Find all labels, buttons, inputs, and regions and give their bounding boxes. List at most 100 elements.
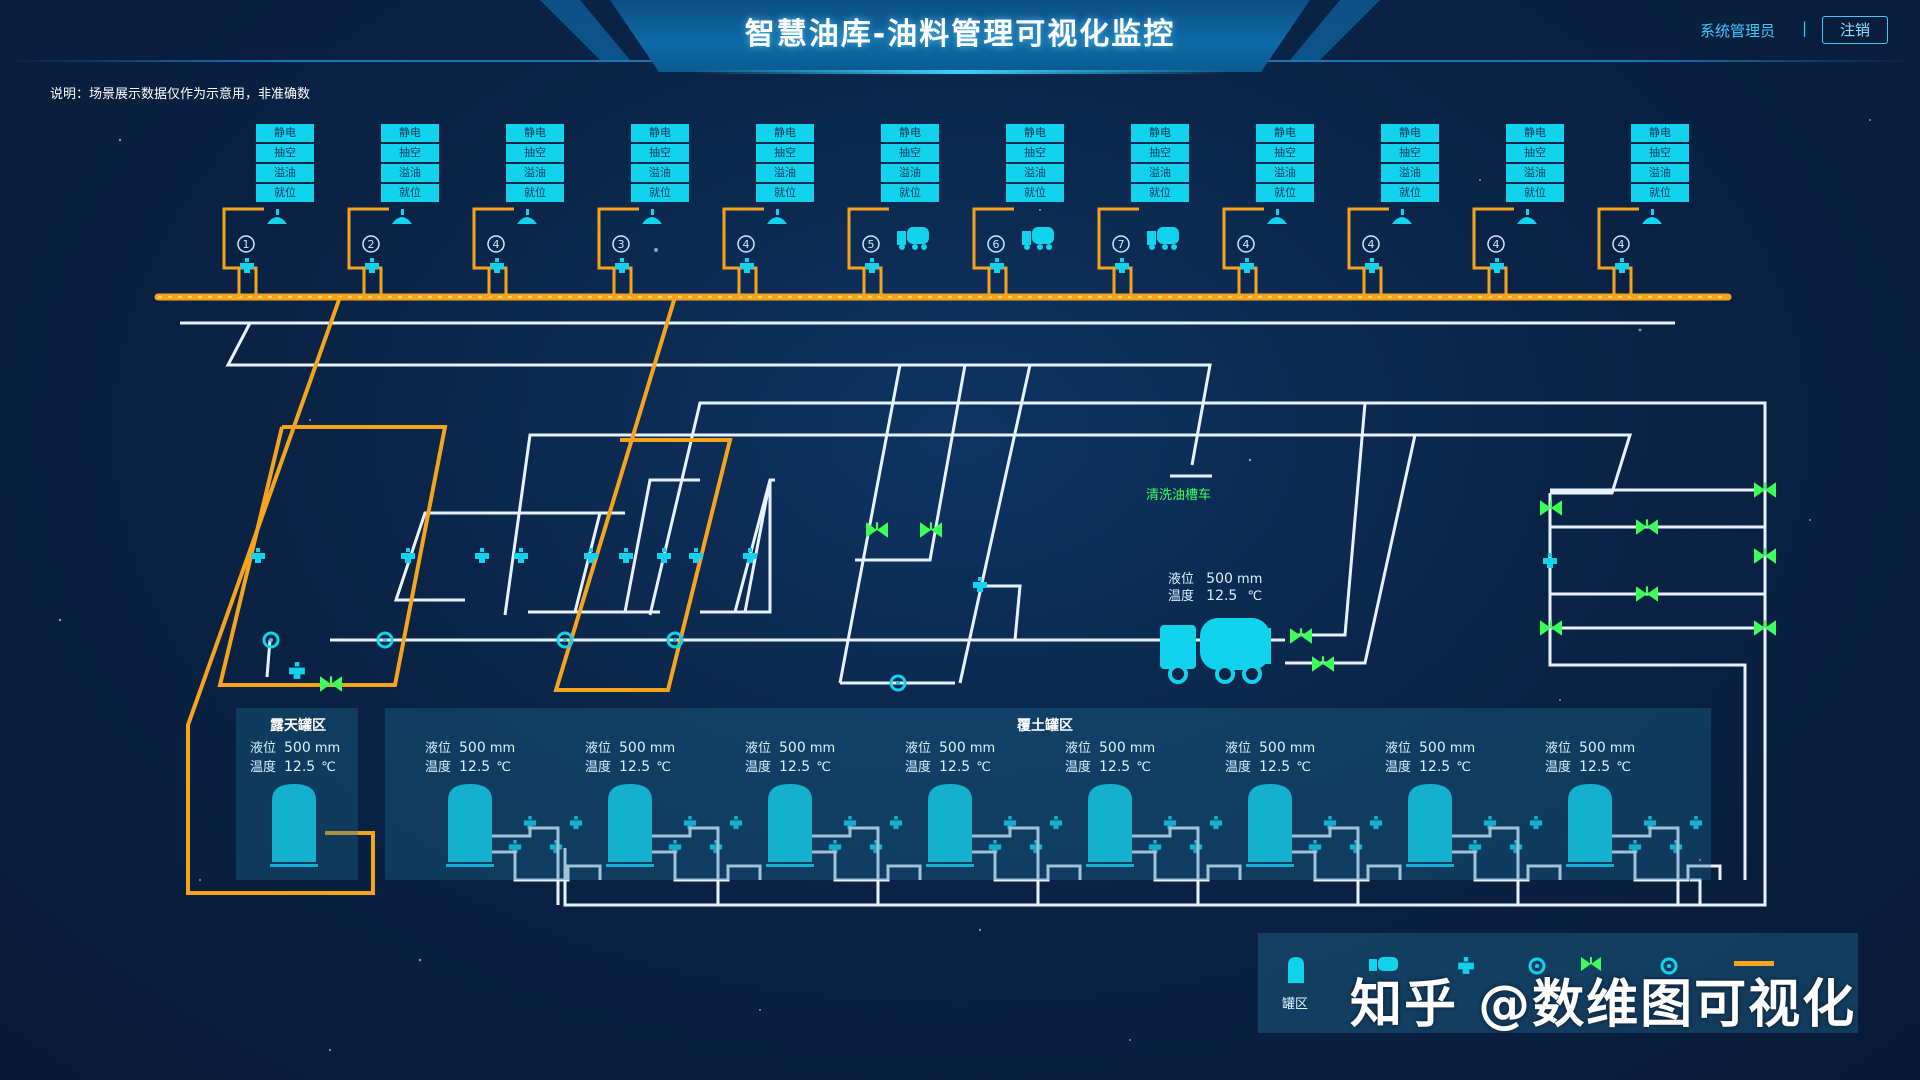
station-valve-icon <box>365 258 379 273</box>
tank-level-value: 500 <box>939 740 966 756</box>
tank-level-value: 500 <box>1099 740 1126 756</box>
legend-tank-label: 罐区 <box>1282 997 1309 1012</box>
tank-temp-label: 温度 <box>585 760 612 775</box>
station-status-row: 溢油 <box>1006 164 1064 182</box>
station-status-row: 抽空 <box>631 144 689 162</box>
station-status-row: 溢油 <box>381 164 439 182</box>
station-status-row: 静电 <box>381 124 439 142</box>
station-panel[interactable]: 静电抽空溢油就位 <box>756 124 814 204</box>
open-tank-zone <box>236 708 358 880</box>
tank-temp-label: 温度 <box>1545 760 1572 775</box>
tank-level-label: 液位 <box>1225 741 1252 756</box>
tank-temp-unit: ℃ <box>816 760 831 775</box>
tank-level-value: 500 <box>1579 740 1606 756</box>
station-panel[interactable]: 静电抽空溢油就位 <box>1506 124 1564 204</box>
station-nozzle-icon <box>1642 209 1662 224</box>
station-badge: 4 <box>1487 235 1505 253</box>
station-badge: 7 <box>1112 235 1130 253</box>
svg-text:7: 7 <box>1118 238 1125 251</box>
tank-outlet-pipes <box>492 826 1722 905</box>
svg-text:3: 3 <box>618 238 625 251</box>
tank-temp-value: 12.5 <box>779 759 811 775</box>
station-nozzle-icon <box>517 209 537 224</box>
station-status-row: 静电 <box>1006 124 1064 142</box>
tank-temp-unit: ℃ <box>656 760 671 775</box>
covered-tank-zone <box>385 708 1711 880</box>
station-panel[interactable]: 静电抽空溢油就位 <box>1006 124 1064 204</box>
station-nozzle-icon <box>1392 209 1412 224</box>
tank-icon <box>1248 784 1292 862</box>
tank-temp-label: 温度 <box>745 760 772 775</box>
valves <box>251 548 1557 679</box>
tank-level-unit: mm <box>1289 741 1316 756</box>
station-panel[interactable]: 静电抽空溢油就位 <box>506 124 564 204</box>
tank-level-unit: mm <box>1129 741 1156 756</box>
station-panel[interactable]: 静电抽空溢油就位 <box>256 124 314 204</box>
tank-temp-value: 12.5 <box>1259 759 1291 775</box>
station-panel[interactable]: 静电抽空溢油就位 <box>1131 124 1189 204</box>
station-status-row: 溢油 <box>1131 164 1189 182</box>
svg-text:4: 4 <box>1243 238 1250 251</box>
tank-level-value: 500 <box>1419 740 1446 756</box>
tank-temp-value: 12.5 <box>619 759 651 775</box>
tank-level-unit: mm <box>314 741 341 756</box>
station-status-row: 静电 <box>506 124 564 142</box>
tank-icon <box>272 784 316 862</box>
header-left-wing <box>540 0 630 60</box>
station-valve-icon <box>1240 258 1254 273</box>
tank-temp-value: 12.5 <box>939 759 971 775</box>
station-truck-icon <box>897 227 929 250</box>
station-status-row: 静电 <box>1381 124 1439 142</box>
tank-temp-label: 温度 <box>250 760 277 775</box>
tank-temp-unit: ℃ <box>1616 760 1631 775</box>
station-valve-icon <box>615 258 629 273</box>
orange-pipe-legend-icon <box>1734 961 1774 966</box>
truck-readings: 液位 500 mm 温度 12.5 ℃ <box>1168 571 1262 605</box>
tank-temp-label: 温度 <box>1385 760 1412 775</box>
cleaning-truck-icon <box>1160 618 1271 684</box>
tank-level-label: 液位 <box>905 741 932 756</box>
truck-temp-label: 温度 <box>1168 589 1195 604</box>
station-panel[interactable]: 静电抽空溢油就位 <box>1381 124 1439 204</box>
station-status-row: 抽空 <box>1006 144 1064 162</box>
tank-temp-label: 温度 <box>905 760 932 775</box>
tank-level-unit: mm <box>1449 741 1476 756</box>
logout-button[interactable]: 注销 <box>1822 16 1888 44</box>
cleaning-truck-label: 清洗油槽车 <box>1146 488 1212 503</box>
station-status-row: 就位 <box>381 184 439 202</box>
station-status-row: 就位 <box>506 184 564 202</box>
tank-legend-icon <box>1288 957 1304 983</box>
open-zone-title: 露天罐区 <box>270 718 326 734</box>
svg-text:2: 2 <box>368 238 375 251</box>
station-badge: 6 <box>987 235 1005 253</box>
station-status-row: 就位 <box>631 184 689 202</box>
station-panel[interactable]: 静电抽空溢油就位 <box>1256 124 1314 204</box>
station-truck-icon <box>1022 227 1054 250</box>
tank-temp-unit: ℃ <box>1296 760 1311 775</box>
tank-temp-label: 温度 <box>1065 760 1092 775</box>
station-panel[interactable]: 静电抽空溢油就位 <box>631 124 689 204</box>
station-valve-icon <box>1615 258 1629 273</box>
tank-level-value: 500 <box>1259 740 1286 756</box>
tank-icon <box>608 784 652 862</box>
tank-level-unit: mm <box>809 741 836 756</box>
tank-level-label: 液位 <box>745 741 772 756</box>
station-status-row: 就位 <box>1256 184 1314 202</box>
station-panel[interactable]: 静电抽空溢油就位 <box>381 124 439 204</box>
station-panel[interactable]: 静电抽空溢油就位 <box>881 124 939 204</box>
station-status-row: 抽空 <box>506 144 564 162</box>
station-status-row: 溢油 <box>506 164 564 182</box>
station-status-row: 抽空 <box>756 144 814 162</box>
tank-icon <box>768 784 812 862</box>
station-valve-icon <box>490 258 504 273</box>
current-user[interactable]: 系统管理员 <box>1700 22 1776 40</box>
station-valve-icon <box>1490 258 1504 273</box>
station-panel[interactable]: 静电抽空溢油就位 <box>1631 124 1689 204</box>
station-badge: 5 <box>862 235 880 253</box>
station-truck-icon <box>1147 227 1179 250</box>
